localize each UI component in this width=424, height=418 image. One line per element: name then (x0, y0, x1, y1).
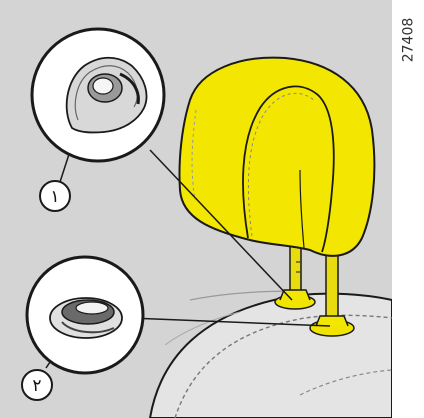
callout-2: ٢ (22, 370, 52, 400)
callout-1: ١ (40, 181, 70, 211)
diagram-panel: ١ ٢ (0, 0, 392, 418)
callout-1-label: ١ (50, 187, 59, 207)
detail-circle-2 (27, 257, 143, 373)
figure-reference-text: 27408 (400, 18, 416, 63)
headrest-cushion (179, 58, 374, 256)
headrest-latch-button-icon (50, 298, 122, 338)
detail-circle-1 (32, 29, 164, 161)
figure-reference-number: 27408 (392, 0, 424, 80)
callout-2-label: ٢ (32, 376, 41, 396)
headrest-illustration: ١ ٢ (0, 0, 392, 418)
seat-back (150, 291, 392, 418)
